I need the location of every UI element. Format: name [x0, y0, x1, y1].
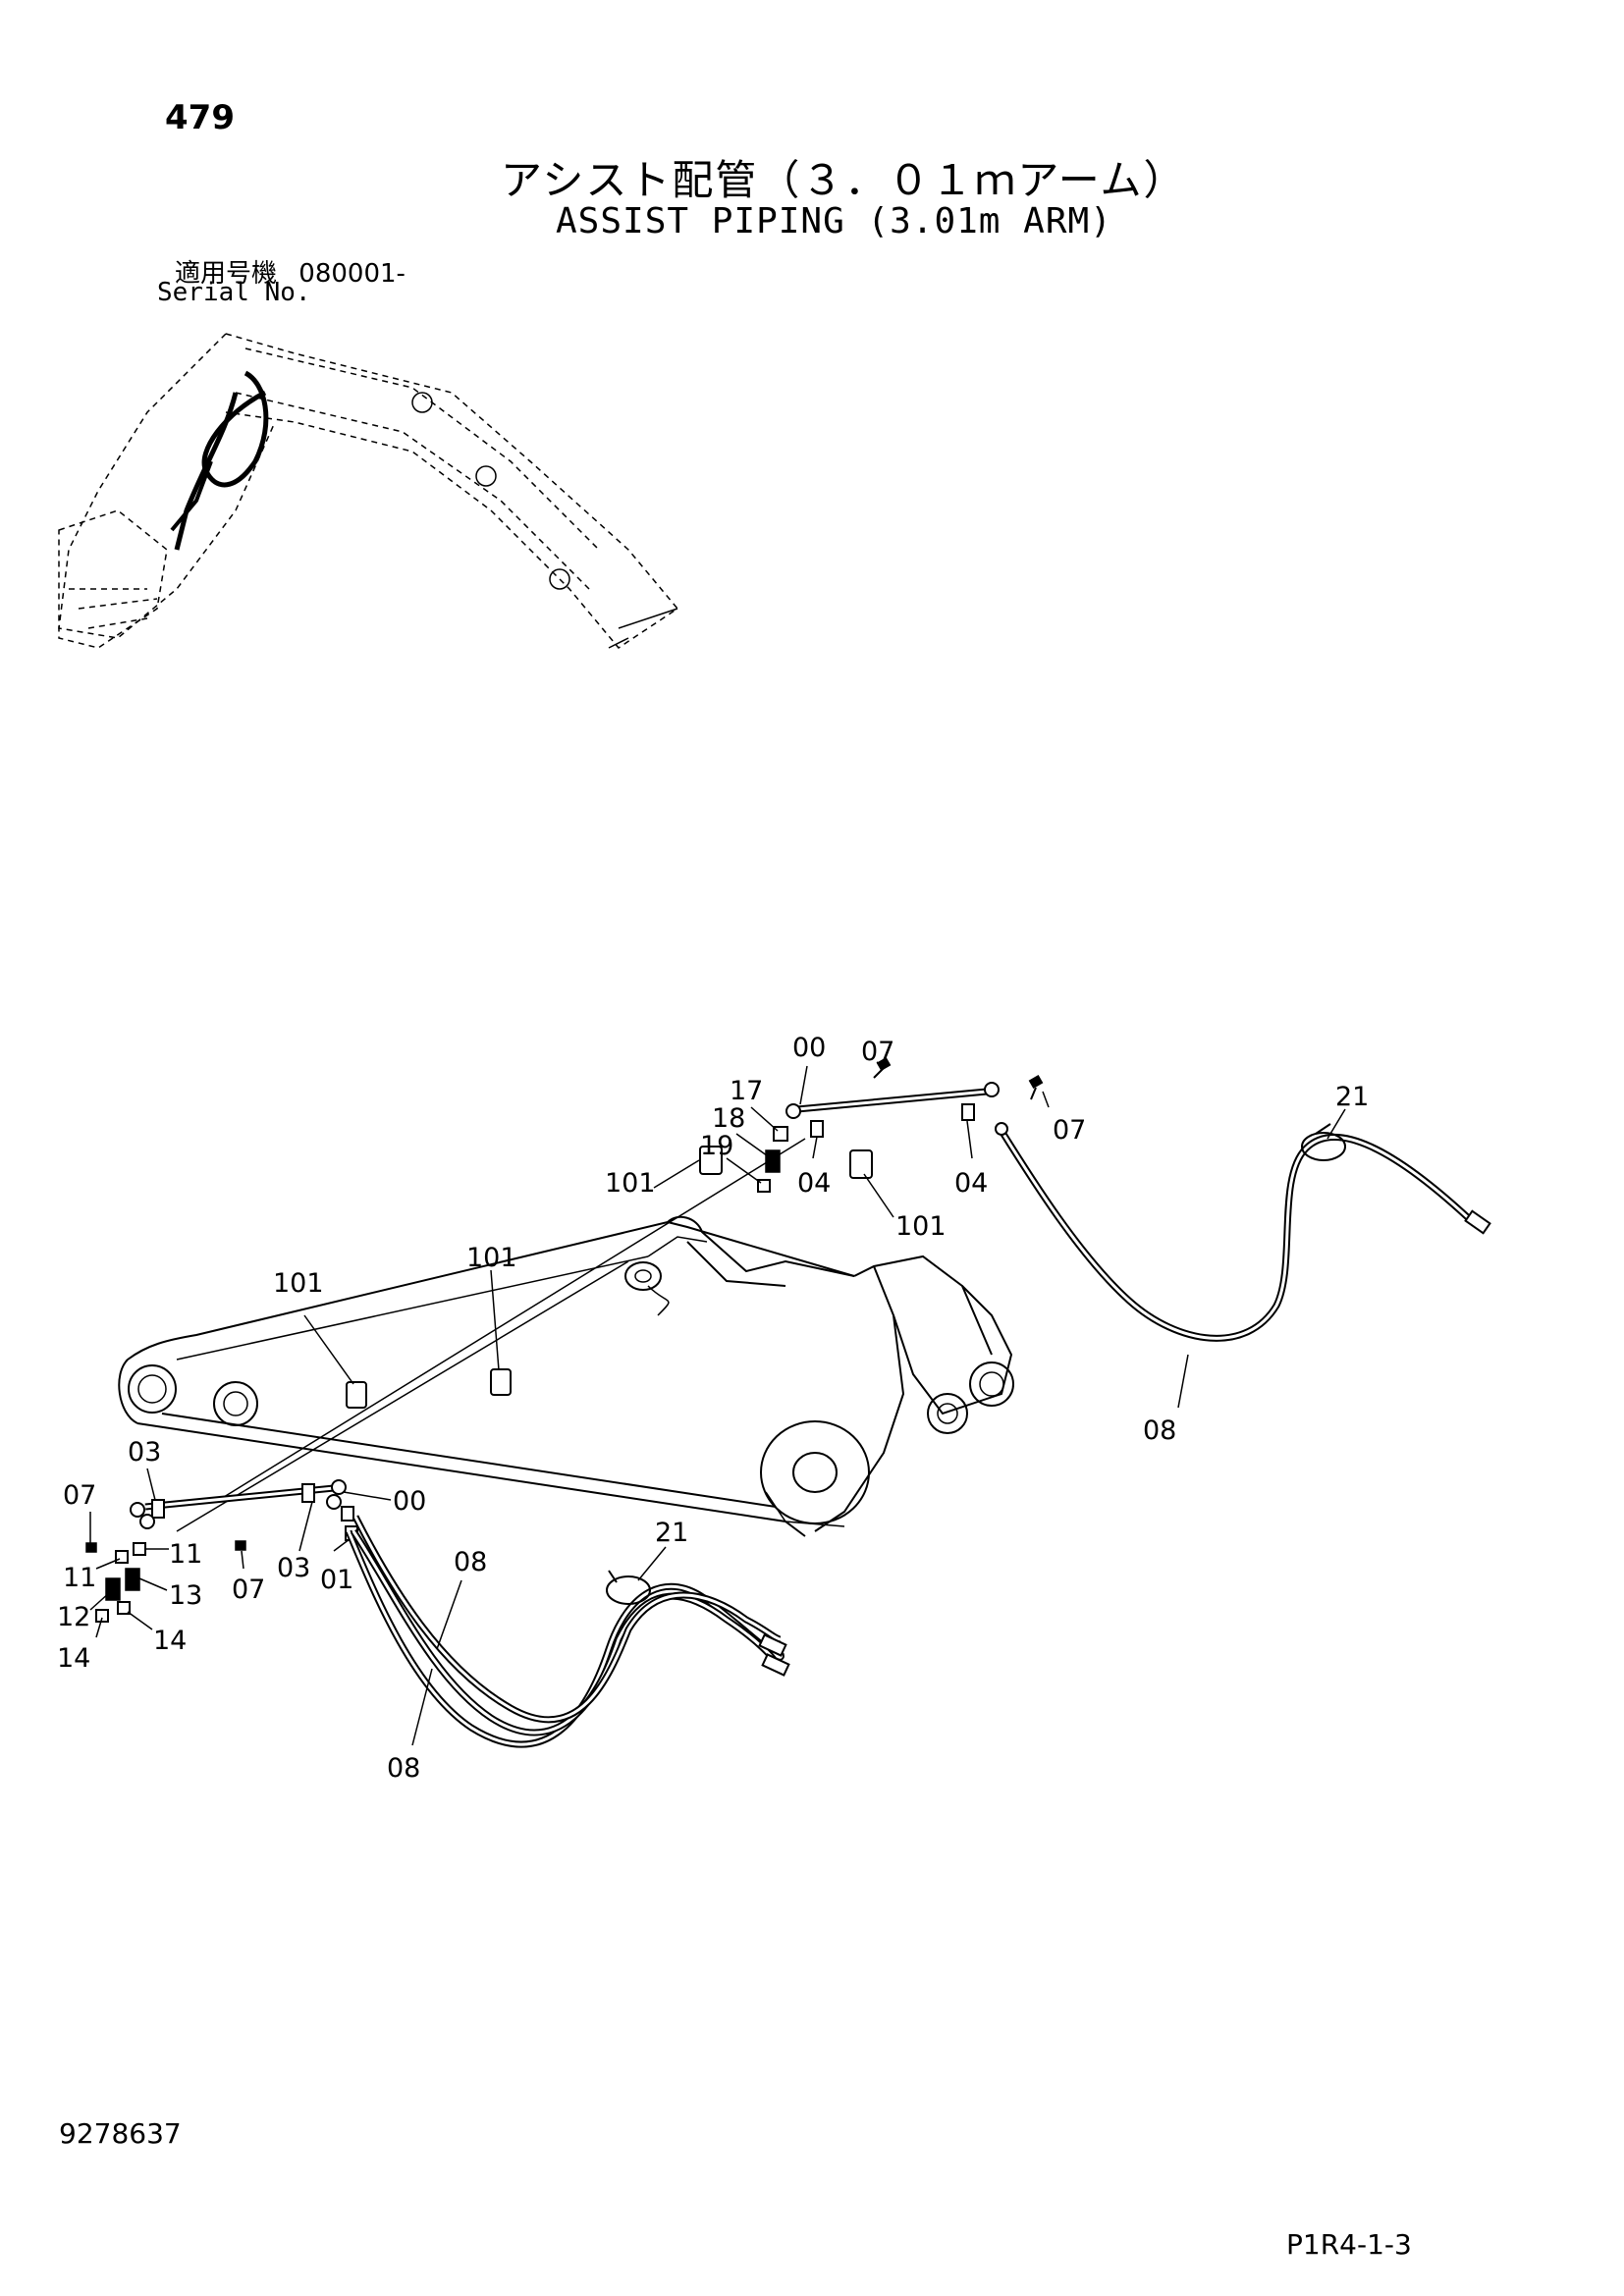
callout-13: 13 — [169, 1580, 202, 1611]
callout-07-right: 07 — [1053, 1115, 1086, 1146]
callouts: 00 07 17 18 19 07 21 101 04 04 101 101 1… — [57, 1033, 1369, 1784]
callout-03-left: 03 — [128, 1437, 161, 1468]
callout-01: 01 — [320, 1565, 353, 1595]
callout-04-b: 04 — [954, 1168, 988, 1199]
serial-applicability: 適用号機 080001- — [175, 253, 406, 290]
callout-11-b: 11 — [63, 1563, 96, 1593]
callout-00-top: 00 — [792, 1033, 826, 1063]
upper-pipe-assembly — [346, 1057, 1044, 1409]
callout-14-a: 14 — [153, 1626, 187, 1656]
page-title-english: ASSIST PIPING (3.01m ARM) — [556, 201, 1112, 241]
callout-101-topleft: 101 — [605, 1168, 656, 1199]
callout-11-a: 11 — [169, 1539, 202, 1570]
lower-hoses — [345, 1515, 790, 1748]
callout-101-topright: 101 — [895, 1211, 947, 1242]
callout-21-right: 21 — [1335, 1082, 1369, 1112]
callout-07-top: 07 — [861, 1037, 894, 1067]
callout-18: 18 — [712, 1103, 745, 1134]
callout-08-right: 08 — [1143, 1415, 1176, 1446]
callout-21-bottom: 21 — [655, 1518, 688, 1548]
overview-thumbnail — [58, 333, 679, 649]
callout-07-left: 07 — [63, 1480, 96, 1511]
callout-101-mid: 101 — [466, 1243, 517, 1273]
serial-label-japanese: 適用号機 — [175, 259, 278, 289]
right-hose — [995, 1122, 1491, 1342]
arm-structure — [118, 1138, 1014, 1537]
callout-07-bottom: 07 — [232, 1575, 265, 1605]
page-number: 479 — [165, 98, 235, 137]
callout-08-mid: 08 — [454, 1547, 487, 1577]
leader-lines — [89, 1061, 1346, 1746]
callout-04-a: 04 — [797, 1168, 831, 1199]
serial-value: 080001- — [298, 259, 406, 289]
callout-00-left: 00 — [393, 1486, 426, 1517]
page-code: P1R4-1-3 — [1286, 2228, 1412, 2261]
callout-12: 12 — [57, 1602, 90, 1632]
callout-101-left: 101 — [273, 1268, 324, 1299]
serial-label-english: Serial No. — [157, 278, 311, 307]
page-title-japanese: アシスト配管（３．０１ｍアーム） — [501, 156, 1187, 204]
callout-17: 17 — [730, 1076, 763, 1106]
callout-08-bottom: 08 — [387, 1753, 420, 1784]
callout-14-b: 14 — [57, 1643, 90, 1674]
document-number: 9278637 — [59, 2117, 182, 2150]
callout-19: 19 — [700, 1131, 733, 1161]
callout-03-bottom: 03 — [277, 1553, 310, 1583]
lower-pipe-assembly — [85, 1479, 358, 1623]
